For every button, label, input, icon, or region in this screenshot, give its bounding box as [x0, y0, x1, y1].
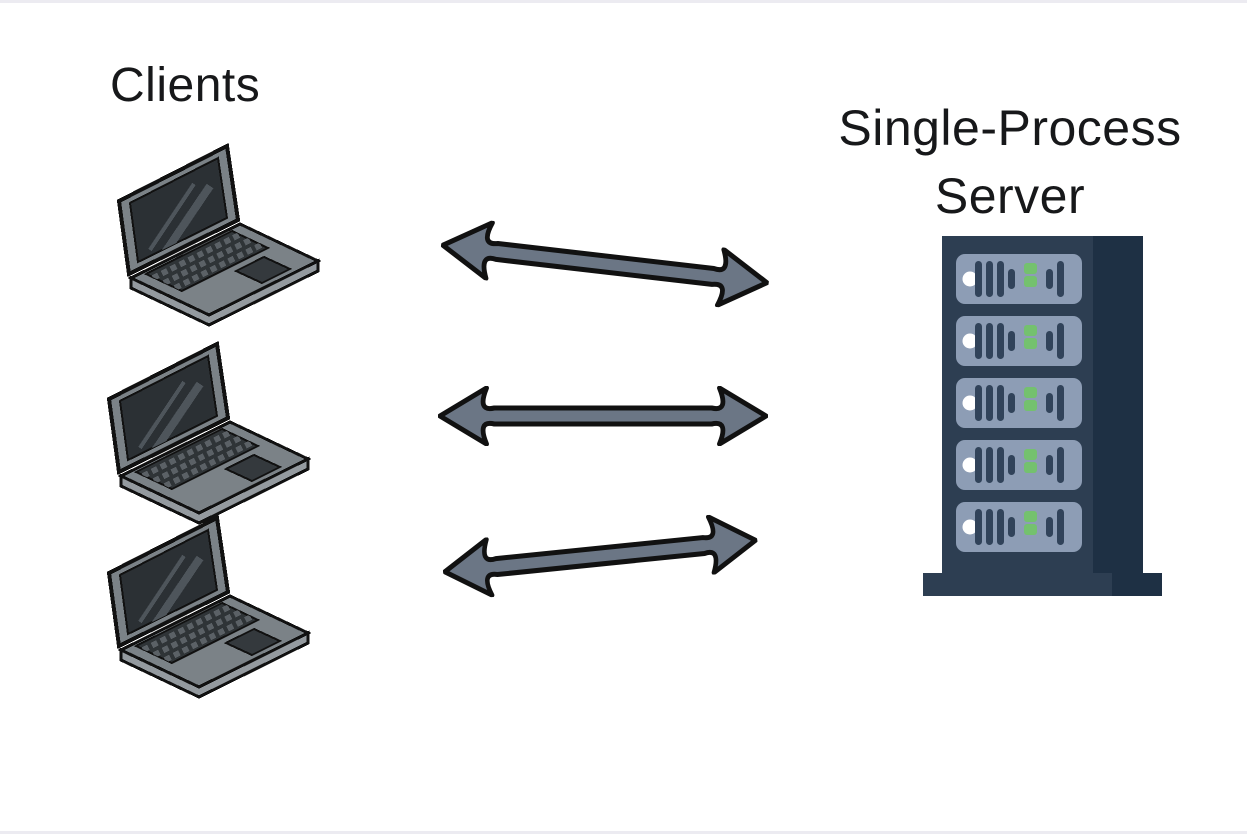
client-2 — [96, 336, 318, 526]
single-process-server — [920, 236, 1165, 598]
bidirectional-arrow-icon — [438, 215, 773, 313]
server-label-line2: Server — [934, 168, 1086, 224]
bidirectional-arrow-icon — [438, 386, 768, 446]
frame-border-top — [0, 0, 1247, 3]
clients-label: Clients — [110, 59, 261, 112]
server-label: Single-Process Server — [810, 94, 1210, 230]
connection-arrow-2 — [438, 386, 768, 446]
laptop-icon — [106, 138, 328, 328]
connection-arrow-3 — [440, 510, 760, 602]
frame-border-bottom — [0, 831, 1247, 834]
server-label-line1: Single-Process — [838, 100, 1182, 156]
connection-arrow-1 — [438, 215, 773, 313]
server-rack-icon — [920, 236, 1165, 598]
client-1 — [106, 138, 328, 328]
bidirectional-arrow-icon — [440, 510, 760, 602]
client-3 — [96, 510, 318, 700]
laptop-icon — [96, 336, 318, 526]
laptop-icon — [96, 510, 318, 700]
